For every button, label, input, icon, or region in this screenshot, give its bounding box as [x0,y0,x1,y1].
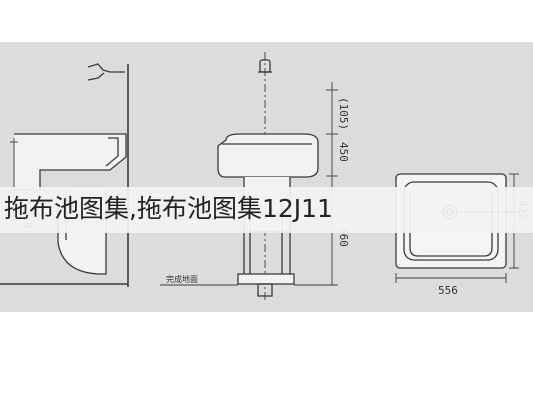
caption-title: 拖布池图集,拖布池图集12J11 [4,194,333,223]
floor-label: 完成地面 [166,274,198,284]
dim-label-556: 556 [438,284,458,297]
drawing-panel: 8 [0,42,533,312]
technical-drawing: 8 [0,52,529,300]
side-view [0,63,129,287]
caption-band [0,187,533,233]
front-view [160,52,338,300]
dim-label-105: (105) [337,97,350,130]
dim-label-450: 450 [337,142,350,162]
